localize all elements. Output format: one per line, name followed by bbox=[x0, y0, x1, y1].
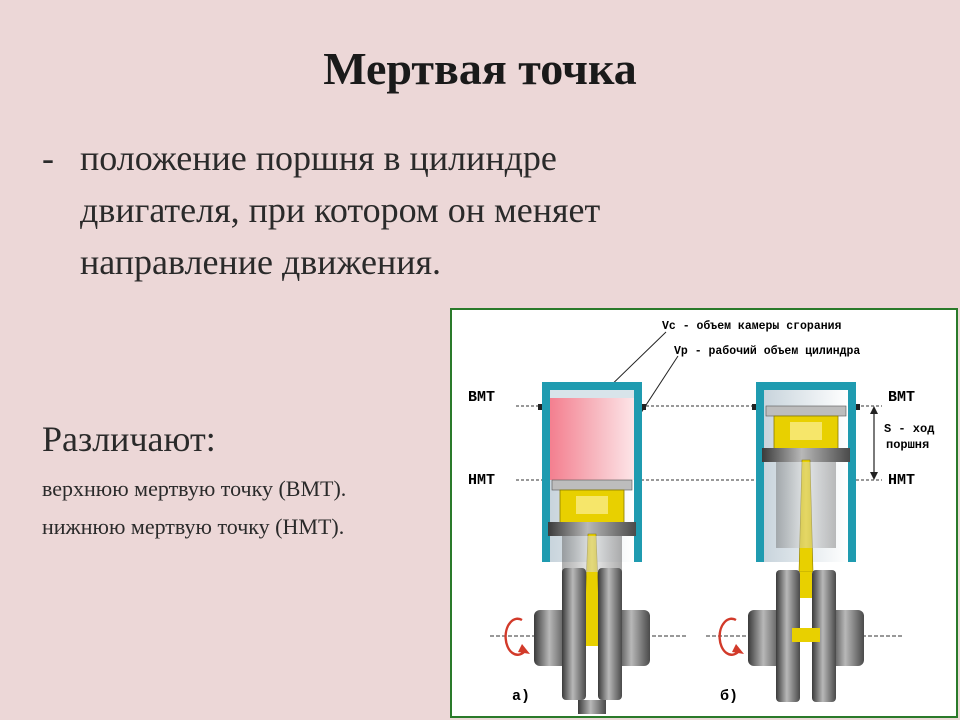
bdc-label-right: НМТ bbox=[888, 472, 915, 489]
label-b: б) bbox=[720, 688, 738, 705]
rotation-arrow-a bbox=[504, 617, 525, 656]
bdc-label-left: НМТ bbox=[468, 472, 495, 489]
piston-ring-b bbox=[765, 405, 847, 417]
combustion-chamber-a bbox=[550, 390, 634, 398]
definition-line-2: двигателя, при котором он меняет bbox=[80, 190, 601, 230]
rotation-arrow-b bbox=[718, 617, 739, 656]
working-volume bbox=[550, 394, 634, 480]
stroke-arrow-bottom bbox=[870, 472, 878, 480]
distinguish-heading: Различают: bbox=[42, 419, 216, 459]
engine-diagram: Vc - объем камеры сгорания Vp - рабочий … bbox=[450, 308, 958, 718]
crank-pin-a bbox=[586, 606, 598, 646]
crank-left-web-a bbox=[534, 610, 568, 666]
vp-label: Vp - рабочий объем цилиндра bbox=[674, 345, 860, 358]
tdc-label-left: ВМТ bbox=[468, 389, 495, 406]
stroke-label-2: поршня bbox=[886, 438, 929, 452]
definition-line-1: положение поршня в цилиндре bbox=[80, 138, 557, 178]
crank-pin-b bbox=[800, 572, 812, 598]
tdc-item: верхнюю мертвую точку (ВМТ). bbox=[42, 476, 347, 501]
engine-diagram-svg: Vc - объем камеры сгорания Vp - рабочий … bbox=[468, 320, 934, 714]
stroke-arrow-top bbox=[870, 406, 878, 414]
piston-ring-a bbox=[551, 479, 633, 491]
crank-cheek-b bbox=[776, 570, 800, 702]
piston-pin-b bbox=[762, 448, 850, 462]
definition-line-3: направление движения. bbox=[80, 242, 442, 282]
bullet-dash: - bbox=[42, 138, 54, 178]
cylinder-a: а) bbox=[504, 382, 650, 714]
definition-text: - положение поршня в цилиндре двигателя,… bbox=[42, 132, 742, 288]
stroke-label-1: S - ход bbox=[884, 422, 934, 436]
label-a: а) bbox=[512, 688, 530, 705]
crank-left-web-b bbox=[748, 610, 782, 666]
bdc-item: нижнюю мертвую точку (НМТ). bbox=[42, 514, 345, 539]
crank-cheek-a bbox=[562, 568, 586, 700]
cylinder-b: б) bbox=[718, 382, 864, 705]
tdc-label-right: ВМТ bbox=[888, 389, 915, 406]
slide-title: Мертвая точка bbox=[323, 43, 637, 94]
vc-label: Vc - объем камеры сгорания bbox=[662, 320, 842, 333]
piston-pin-a bbox=[548, 522, 636, 536]
